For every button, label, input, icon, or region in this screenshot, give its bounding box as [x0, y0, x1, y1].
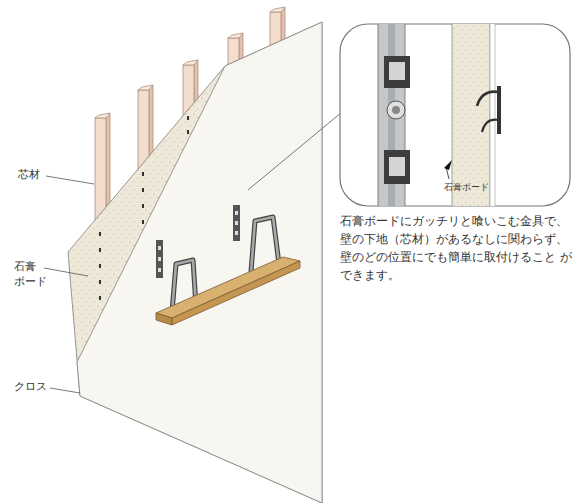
fitting-detail	[378, 24, 501, 206]
pointer-arrow	[444, 160, 452, 170]
shelf-board	[156, 257, 300, 325]
part-label: クロス	[14, 380, 64, 395]
cloth	[77, 22, 322, 503]
wall-rail	[156, 205, 240, 278]
part-label: 石膏 ボード	[14, 260, 50, 290]
part-label: 石膏ボード	[444, 181, 514, 193]
note-text: 石膏ボードにガッチリと喰いこむ金具で、 壁の下地（芯材）があるなしに関わらず、 …	[340, 212, 576, 284]
gypsum-board	[68, 22, 322, 503]
leader-line	[44, 112, 342, 393]
part-label: 芯材	[18, 168, 58, 183]
